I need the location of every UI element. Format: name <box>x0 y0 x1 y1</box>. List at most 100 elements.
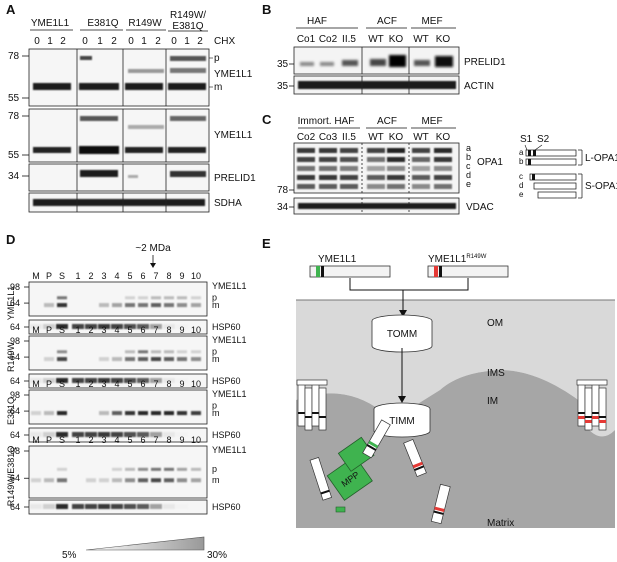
lane-label: II.5 <box>342 34 356 45</box>
fraction-label: 8 <box>166 379 171 389</box>
bands-d-hsp60 <box>30 432 188 437</box>
band <box>124 324 136 329</box>
fraction-label: 2 <box>88 435 93 445</box>
yme1l1-subunit <box>297 383 306 427</box>
band-p-label: p <box>212 346 217 356</box>
bands-d <box>31 411 201 416</box>
yme1l1-subunit <box>591 383 600 427</box>
mw-98: 98 <box>10 390 20 400</box>
band <box>43 432 55 437</box>
band <box>125 357 135 362</box>
band <box>177 478 187 483</box>
band <box>137 504 149 509</box>
ims-label: IMS <box>487 368 505 379</box>
band <box>125 467 135 471</box>
blot-label-opa1: OPA1 <box>477 157 503 168</box>
band <box>125 147 163 153</box>
mw-35: 35 <box>277 59 289 70</box>
band <box>163 504 175 509</box>
time-point-label: 0 <box>82 36 88 47</box>
band <box>56 432 68 437</box>
lane-label: Co3 <box>319 132 338 143</box>
band <box>412 148 430 153</box>
panel-e-diagram: YME1L1 YME1L1R149W TOMM TIMM MPP <box>296 254 615 529</box>
panel-a-letter: A <box>6 2 16 17</box>
band <box>367 148 385 153</box>
mutant-import-arrow <box>403 278 469 291</box>
band <box>340 184 358 189</box>
tm-segment <box>578 412 585 414</box>
isoform-a-label: a <box>519 148 524 157</box>
band-m-label: m <box>212 300 220 310</box>
band <box>412 157 430 162</box>
fraction-label: 6 <box>140 325 145 335</box>
blot-label-hsp60: HSP60 <box>212 430 241 440</box>
band <box>164 357 174 362</box>
mw-35: 35 <box>277 81 289 92</box>
fraction-label: P <box>46 325 52 335</box>
gradient-wedge <box>85 536 205 551</box>
l-opa1-label: L-OPA1 <box>585 153 617 164</box>
tm-segment <box>433 510 444 515</box>
blot-label-yme1l1: YME1L1 <box>214 69 253 80</box>
size-marker-arrowhead <box>150 263 156 268</box>
band <box>412 175 430 180</box>
band <box>125 303 135 308</box>
yme1l1-subunit <box>584 387 593 431</box>
fraction-label: 7 <box>153 271 158 281</box>
band <box>387 148 405 153</box>
fraction-label: 5 <box>127 325 132 335</box>
fraction-label: 2 <box>88 271 93 281</box>
band <box>138 357 148 362</box>
band <box>86 478 96 483</box>
band <box>138 350 148 354</box>
band <box>412 166 430 171</box>
fraction-label: 10 <box>191 435 201 445</box>
blot-label-vdac: VDAC <box>466 202 494 213</box>
fraction-label: S <box>59 271 65 281</box>
mutation-marker <box>434 266 438 277</box>
band <box>151 467 161 471</box>
band <box>43 324 55 329</box>
band <box>33 83 71 90</box>
s1-pointer <box>524 144 528 151</box>
panel-b-letter: B <box>262 2 271 17</box>
mw-98: 98 <box>10 446 20 456</box>
fraction-label: 6 <box>140 435 145 445</box>
yme1l1-complex-wt <box>296 379 328 431</box>
isoform-c-label: c <box>519 172 523 181</box>
tm-segment <box>439 266 442 277</box>
band-letter-c: c <box>466 161 471 171</box>
panel-a-mw-markers: 78 55 78 55 34 <box>8 51 29 182</box>
fraction-label: 10 <box>191 379 201 389</box>
size-marker-label: ~2 MDa <box>135 243 171 254</box>
band <box>297 184 315 189</box>
band <box>150 324 162 329</box>
band <box>177 411 187 416</box>
band <box>30 324 42 329</box>
band-m-label: m <box>212 408 220 418</box>
band <box>98 432 110 437</box>
precursor-protein-wt <box>362 419 391 459</box>
blot-label-hsp60: HSP60 <box>212 376 241 386</box>
isoform-d-label: d <box>519 181 523 190</box>
band <box>112 478 122 483</box>
fraction-label: 8 <box>166 325 171 335</box>
isoform-a-bar <box>525 149 577 157</box>
band <box>342 60 358 66</box>
band <box>163 432 175 437</box>
panel-e-letter: E <box>262 236 271 251</box>
tm-segment <box>366 444 377 451</box>
mw-55: 55 <box>8 93 20 104</box>
fraction-label: 5 <box>127 271 132 281</box>
isoform-b-bar <box>525 158 577 166</box>
mw-64: 64 <box>10 502 20 512</box>
precursor-bar <box>309 456 332 501</box>
fraction-label: 10 <box>191 271 201 281</box>
s1-label: S1 <box>520 134 533 145</box>
band <box>57 357 67 362</box>
band <box>138 303 148 308</box>
